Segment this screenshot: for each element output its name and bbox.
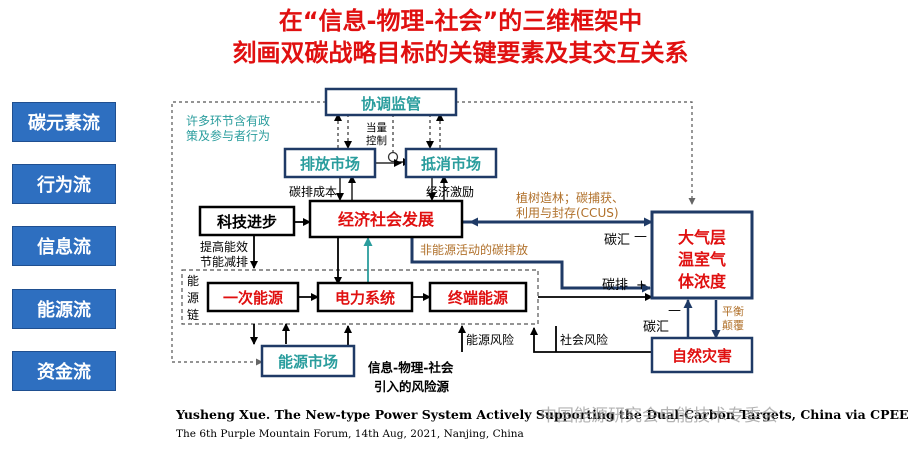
atmosphere-text-2: 温室气 [677, 250, 726, 269]
primary-energy-text: 一次能源 [223, 289, 283, 307]
econ-text: 经济社会发展 [338, 210, 435, 229]
outer-dotted-loop [171, 101, 696, 366]
box-tech [198, 205, 296, 237]
box-atmosphere [650, 210, 754, 300]
econ-energy-links [334, 236, 373, 285]
offset-market-text: 抵消市场 [421, 155, 481, 173]
box-power-system [316, 281, 414, 313]
market-econ-links [336, 159, 448, 201]
disaster-text: 自然灾害 [672, 347, 732, 365]
carbon-sink-label: 碳汇 [604, 233, 630, 248]
econ-incentive-label: 经济激励 [426, 184, 474, 199]
quota-control-node [387, 151, 399, 163]
box-terminal-energy [428, 281, 528, 313]
flow-carbon-element: 碳元素流 [12, 102, 116, 142]
energy-chain-char-1: 能 [187, 274, 199, 288]
energy-market-links [250, 323, 290, 345]
balance-label-1: 平衡 [722, 305, 744, 318]
minus-sign: — [634, 229, 647, 244]
box-primary-energy [206, 281, 300, 313]
citation-line-1: Yusheng Xue. The New-type Power System A… [176, 407, 909, 422]
coordinate-text: 协调监管 [361, 95, 421, 113]
box-econ [308, 199, 464, 239]
energy-chain-char-3: 链 [187, 307, 199, 322]
flow-behavior: 行为流 [12, 164, 116, 204]
minus-sign-2: — [668, 303, 681, 318]
disaster-atmosphere-links [683, 299, 721, 340]
energy-risk-label: 能源风险 [466, 332, 514, 347]
energy-chain-frame [181, 269, 539, 325]
terminal-energy-text: 终端能源 [448, 289, 508, 307]
social-risk-label: 社会风险 [560, 332, 608, 347]
box-coordinate [324, 87, 458, 117]
econ-atmosphere-links [410, 217, 653, 293]
quota-label-2: 控制 [366, 134, 387, 147]
sink-note-2: 利用与封存(CCUS) [516, 206, 619, 220]
citation-line-2: The 6th Purple Mountain Forum, 14th Aug,… [176, 428, 524, 440]
watermark: 中国能源研究会电能技术专委会 [540, 406, 778, 426]
energy-market-text: 能源市场 [278, 353, 338, 371]
non-energy-label: 非能源活动的碳排放 [420, 242, 528, 257]
box-disaster [650, 336, 754, 374]
policy-note-1: 许多环节含有政 [186, 113, 270, 128]
plus-sign: + [636, 278, 647, 293]
atmosphere-text-1: 大气层 [678, 228, 726, 247]
title-line-2: 刻画双碳战略目标的关键要素及其交互关系 [232, 39, 689, 67]
efficiency-label-2: 节能减排 [200, 255, 248, 269]
risk-source-label-2: 引入的风险源 [374, 379, 450, 394]
quota-label-1: 当量 [366, 121, 387, 134]
risk-source-label-1: 信息-物理-社会 [368, 360, 454, 375]
carbon-sink-label-2: 碳汇 [643, 320, 669, 335]
efficiency-label-1: 提高能效 [200, 239, 248, 254]
box-emission-market [283, 147, 377, 179]
policy-note-2: 策及参与者行为 [186, 128, 270, 143]
coordination-dotted-links [334, 113, 444, 152]
power-system-text: 电力系统 [335, 289, 395, 307]
box-energy-market [260, 344, 356, 378]
atmosphere-text-3: 体浓度 [678, 272, 727, 291]
flow-information: 信息流 [12, 226, 116, 266]
carbon-cost-label: 碳排成本 [289, 185, 337, 199]
tech-text: 科技进步 [217, 213, 277, 231]
emission-market-text: 排放市场 [300, 155, 360, 173]
box-offset-market [404, 147, 498, 179]
sink-note-1: 植树造林；碳捕获、 [516, 190, 624, 205]
balance-label-2: 颠覆 [722, 318, 744, 332]
tech-links [250, 218, 311, 269]
carbon-emit-label: 碳排 [602, 278, 628, 293]
flow-energy: 能源流 [12, 289, 116, 329]
energy-chain-char-2: 源 [187, 291, 199, 305]
flow-capital: 资金流 [12, 351, 116, 391]
title-line-1: 在“信息-物理-社会”的三维框架中 [278, 7, 643, 35]
